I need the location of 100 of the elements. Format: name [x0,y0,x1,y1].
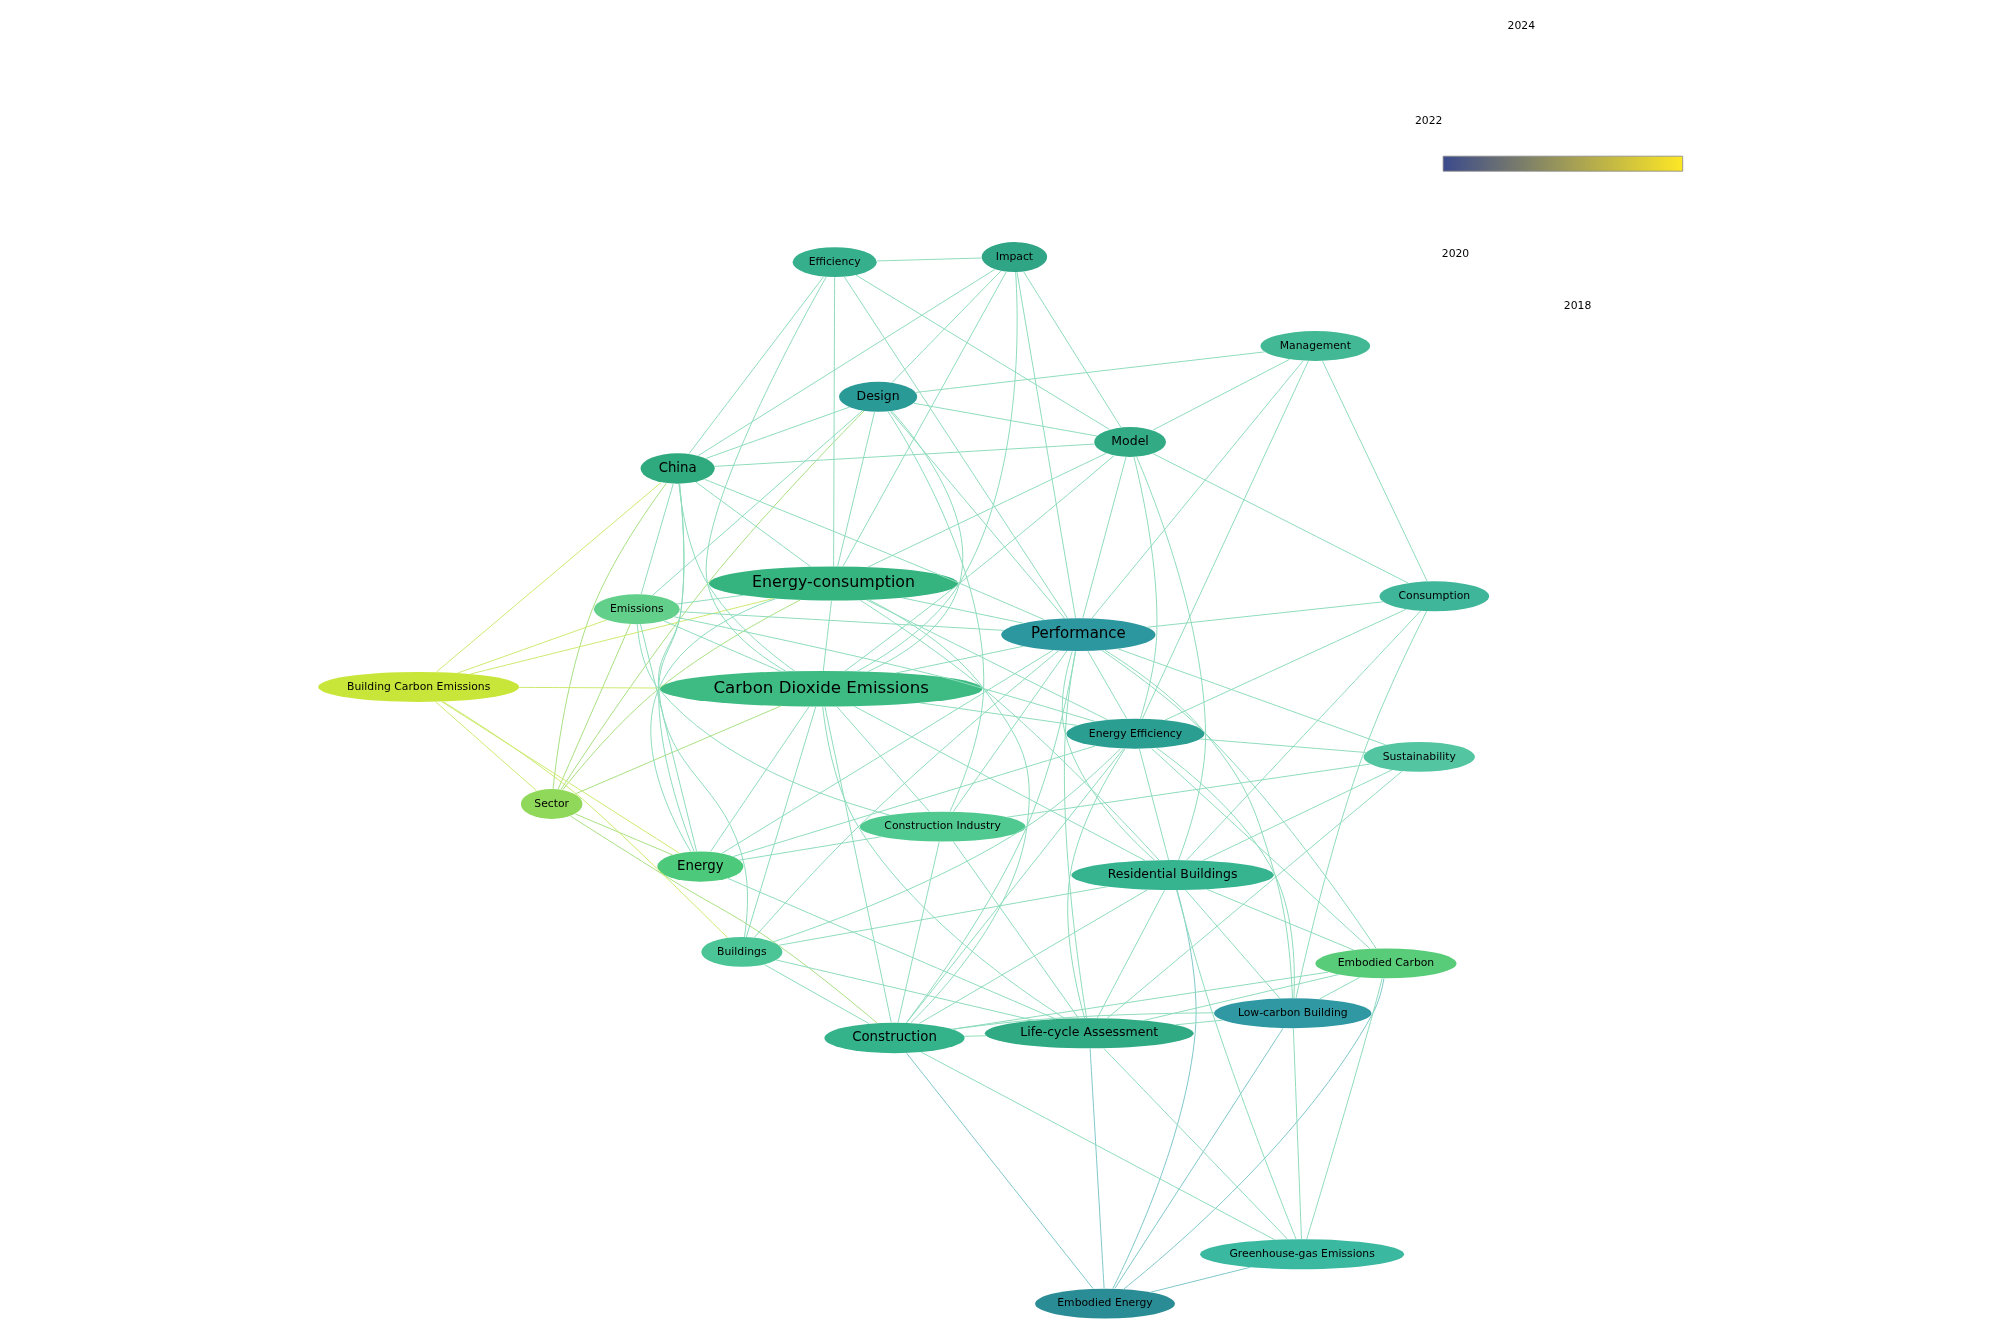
connector [951,1012,1214,1030]
connector [745,705,816,938]
connector [1132,456,1157,719]
connector [835,705,930,813]
connector [704,406,850,459]
connector [890,270,1001,384]
connector [705,276,827,672]
node-ellipse: Energy Efficiency [1065,718,1204,749]
connector [1102,1047,1288,1240]
node-ellipse: Emissions [593,594,680,625]
connector [777,886,1108,946]
connector [963,1035,986,1037]
connector [823,705,892,1023]
node-ellipse: Sustainability [1363,741,1475,772]
connector [842,271,1007,567]
connector [1184,889,1280,999]
connector [677,483,795,672]
node-ellipse: Performance [1000,618,1155,651]
node-ellipse: Buildings [700,936,782,967]
connector [1150,747,1370,950]
connector [651,410,863,596]
connector [1174,1019,1223,1026]
connector [1205,888,1354,951]
connector [836,411,875,567]
connector [854,274,1110,430]
connector [1063,650,1087,1019]
connector [694,481,811,567]
connector [951,971,1329,1030]
connector [753,650,1059,939]
node-ellipse: Low-carbon Building [1213,998,1371,1029]
connector [1006,763,1371,818]
connector [1151,358,1290,431]
connector [1155,747,1295,999]
connector [1105,770,1403,1019]
connector [886,410,984,812]
connector [1149,1266,1251,1293]
connector [1321,360,1428,582]
connector [1081,456,1127,619]
connector [918,702,1078,726]
connector [901,597,1024,624]
connector [952,841,1079,1019]
node-ellipse: Life-cycle Assessment [984,1018,1194,1049]
label: 2018 [1563,299,1591,313]
connector [775,959,1035,1021]
connector [865,599,1108,721]
connector [1199,738,1366,753]
connector [771,748,1121,943]
connector [569,815,878,1024]
connector [905,748,1124,1024]
connector [640,483,674,595]
connector [1175,889,1297,1240]
connector [469,597,774,675]
node-ellipse: Carbon Dioxide Emissions [659,670,983,707]
connector [889,410,1065,619]
node-ellipse: Consumption [1379,581,1489,612]
node-ellipse: China [640,453,715,484]
connector [914,351,1265,393]
node-ellipse: Energy [656,851,743,882]
node-ellipse: Embodied Energy [1034,1288,1175,1319]
connector [1061,650,1155,861]
connector [905,1052,1094,1290]
connector [676,594,744,605]
node-ellipse: Embodied Carbon [1314,948,1456,979]
connector [868,599,1030,1024]
connector [649,598,776,853]
connector [897,841,940,1024]
connector [1066,748,1125,1019]
node-ellipse: Construction [823,1022,965,1054]
connector [441,701,728,939]
connector [1142,974,1339,1021]
connector [709,706,810,852]
connector [952,650,1067,813]
connector [732,745,1096,858]
label: 2020 [1441,247,1469,261]
connector [905,650,1076,1024]
connector [852,705,1146,862]
connector [1146,601,1384,628]
connector [727,877,1057,1020]
node-ellipse: Energy-consumption [708,566,958,601]
connector [1117,648,1386,746]
connector [662,620,782,673]
connector [573,705,782,795]
connector [1151,453,1409,584]
label: 2024 [1507,19,1535,33]
connector [832,276,835,567]
node-ellipse: Construction Industry [859,811,1025,842]
connector [552,482,667,790]
connector [1292,1027,1302,1240]
connector [440,701,680,854]
connector [1111,889,1197,1290]
connector [920,1051,1275,1241]
connector [1122,978,1384,1290]
connector [843,276,1068,619]
connector [713,443,1095,467]
node-ellipse: Residential Buildings [1070,860,1274,891]
connector [1163,608,1407,721]
connector [1101,649,1377,949]
node-ellipse: Management [1260,331,1370,361]
node-ellipse: Sector [520,789,582,819]
connector [821,706,1066,1020]
